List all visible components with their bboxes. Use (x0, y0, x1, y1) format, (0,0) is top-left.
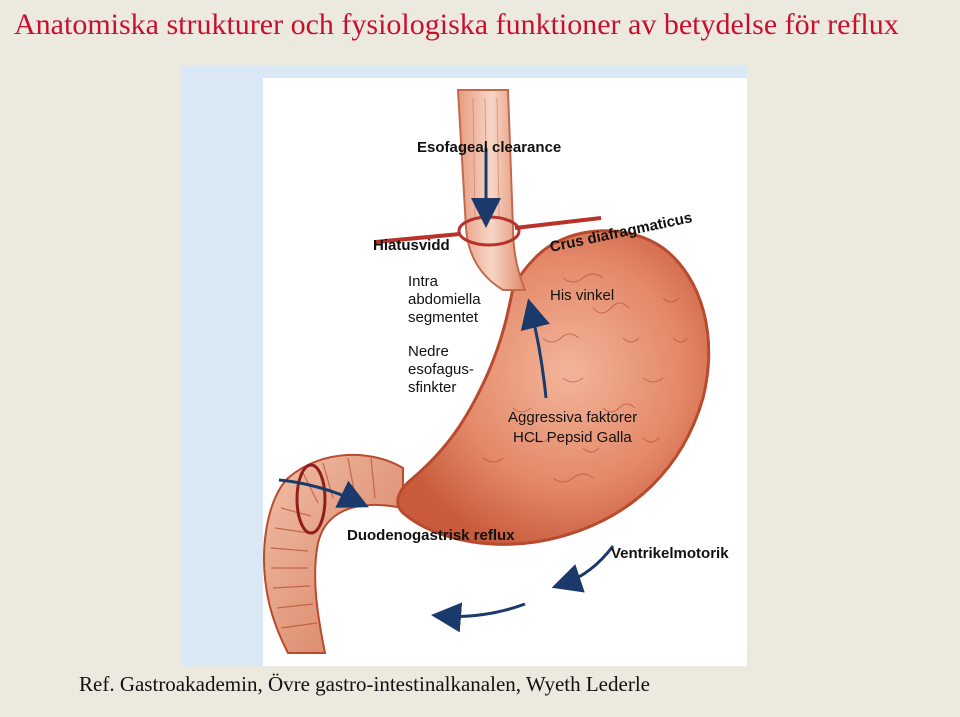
label-intra-line2: abdomiella (408, 291, 481, 308)
label-esophageal-clearance: Esofageal clearance (417, 139, 561, 156)
duodenum (263, 453, 404, 654)
motility-arrow-right (551, 545, 615, 593)
esophagus (456, 89, 527, 291)
label-intra-line1: Intra (408, 273, 439, 290)
stomach-rugae (482, 273, 688, 483)
stomach-body (396, 229, 711, 546)
label-nedre-line3: sfinkter (408, 379, 456, 396)
diaphragm-right (514, 216, 602, 230)
label-intra-line3: segmentet (408, 309, 479, 326)
figure-frame: Esofageal clearance Hiatusvidd Crus diaf… (181, 66, 747, 666)
motility-arrow-left (431, 602, 526, 633)
stomach-illustration: Esofageal clearance Hiatusvidd Crus diaf… (263, 78, 747, 666)
label-nedre-line2: esofagus- (408, 361, 474, 378)
reflux-arrow (278, 478, 369, 508)
pylorus-sphincter (295, 463, 327, 535)
label-duodenogastrisk: Duodenogastrisk reflux (347, 527, 515, 544)
label-nedre-line1: Nedre (408, 343, 449, 360)
diaphragm-left (374, 232, 461, 244)
label-hiatusvidd: Hiatusvidd (373, 237, 450, 254)
aggressive-factors-arrow (520, 298, 550, 399)
label-aggressiva-line1: Aggressiva faktorer (508, 409, 637, 426)
slide-title: Anatomiska strukturer och fysiologiska f… (14, 8, 899, 41)
label-aggressiva-line2: HCL Pepsid Galla (513, 429, 632, 446)
stomach-diagram: Esofageal clearance Hiatusvidd Crus diaf… (263, 89, 729, 654)
reference-citation: Ref. Gastroakademin, Övre gastro-intesti… (79, 672, 650, 696)
label-his: His vinkel (550, 287, 614, 304)
label-ventrikelmotorik: Ventrikelmotorik (611, 545, 729, 562)
